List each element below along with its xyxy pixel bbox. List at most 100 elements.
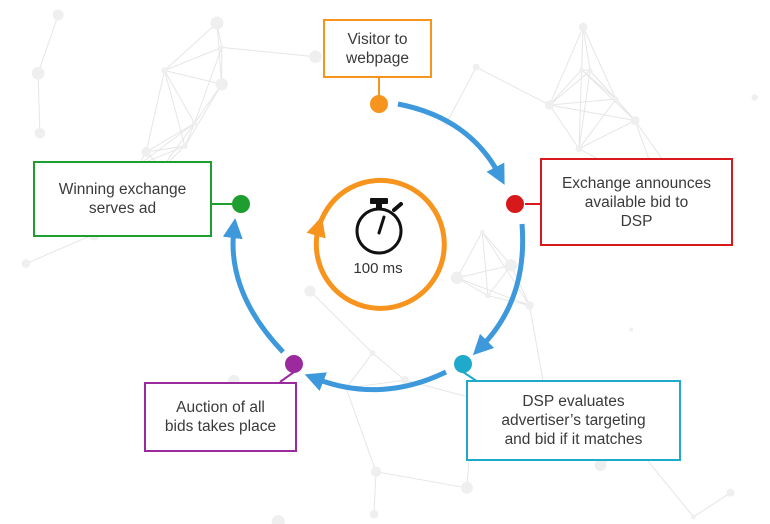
network-line bbox=[549, 98, 617, 106]
step-exchange-label: Exchange announces available bid to DSP bbox=[561, 174, 712, 230]
network-node bbox=[525, 300, 534, 310]
network-node bbox=[304, 285, 316, 297]
network-line bbox=[164, 22, 218, 71]
dot-exchange bbox=[506, 195, 524, 213]
network-node bbox=[400, 375, 409, 385]
step-visitor-label: Visitor to webpage bbox=[346, 30, 409, 67]
network-line bbox=[309, 290, 373, 354]
arrow-visitor-to-exchange bbox=[397, 101, 505, 185]
step-exchange: Exchange announces available bid to DSP bbox=[540, 158, 733, 246]
network-line bbox=[578, 69, 583, 149]
network-node bbox=[52, 9, 64, 21]
network-line bbox=[184, 123, 195, 147]
network-line bbox=[476, 66, 550, 106]
network-node bbox=[34, 127, 46, 139]
network-line bbox=[345, 387, 377, 472]
network-node bbox=[575, 145, 583, 153]
network-line bbox=[345, 352, 373, 389]
network-node bbox=[594, 459, 607, 471]
connector-auction bbox=[279, 371, 295, 383]
network-node bbox=[370, 466, 382, 477]
network-line bbox=[456, 264, 512, 279]
network-line bbox=[161, 122, 195, 169]
network-node bbox=[215, 78, 228, 91]
network-line bbox=[581, 69, 636, 121]
network-line bbox=[582, 26, 617, 100]
network-line bbox=[456, 231, 483, 279]
network-node bbox=[751, 94, 758, 101]
network-line bbox=[578, 120, 636, 150]
network-line bbox=[578, 98, 617, 150]
network-node bbox=[578, 22, 588, 32]
network-node bbox=[587, 68, 593, 74]
network-node bbox=[31, 66, 45, 80]
step-auction: Auction of all bids takes place bbox=[144, 382, 297, 452]
network-line bbox=[164, 70, 186, 147]
network-node bbox=[472, 63, 480, 71]
network-node bbox=[450, 271, 464, 285]
dot-auction bbox=[285, 355, 303, 373]
network-node bbox=[309, 50, 322, 64]
network-line bbox=[582, 26, 591, 71]
dot-dsp bbox=[454, 355, 472, 373]
network-line bbox=[549, 26, 584, 106]
network-node bbox=[613, 96, 619, 102]
network-node bbox=[369, 350, 376, 356]
network-node bbox=[726, 488, 735, 497]
network-line bbox=[146, 145, 186, 153]
network-line bbox=[194, 83, 223, 124]
network-line bbox=[184, 83, 223, 147]
network-node bbox=[161, 67, 168, 74]
step-dsp-label: DSP evaluates advertiser’s targeting and… bbox=[501, 393, 646, 448]
network-node bbox=[480, 229, 485, 234]
network-line bbox=[693, 492, 731, 518]
network-node bbox=[630, 116, 640, 126]
network-line bbox=[375, 471, 468, 489]
network-line bbox=[164, 70, 222, 85]
timer-ring-start bbox=[316, 185, 352, 227]
step-winning: Winning exchange serves ad bbox=[33, 161, 212, 237]
network-line bbox=[216, 22, 223, 85]
network-line bbox=[487, 295, 530, 306]
network-node bbox=[369, 509, 379, 519]
network-node bbox=[629, 327, 634, 332]
network-line bbox=[373, 471, 377, 515]
network-line bbox=[372, 352, 406, 381]
network-line bbox=[37, 73, 41, 134]
network-node bbox=[219, 45, 224, 50]
network-line bbox=[194, 47, 223, 124]
network-node bbox=[21, 259, 31, 268]
network-node bbox=[182, 143, 188, 149]
network-line bbox=[146, 122, 195, 153]
timer-label: 100 ms bbox=[353, 260, 403, 277]
network-line bbox=[549, 69, 582, 106]
network-line bbox=[549, 104, 580, 150]
network-line bbox=[164, 70, 195, 124]
network-line bbox=[138, 122, 195, 166]
network-line bbox=[164, 46, 222, 71]
arrow-exchange-to-dsp bbox=[472, 223, 526, 356]
stopwatch-icon bbox=[355, 198, 403, 255]
step-visitor: Visitor to webpage bbox=[323, 19, 432, 78]
network-line bbox=[25, 233, 95, 265]
network-node bbox=[504, 259, 518, 272]
dot-visitor bbox=[370, 95, 388, 113]
arrow-auction-to-winning bbox=[222, 218, 285, 354]
dot-winning bbox=[232, 195, 250, 213]
network-node bbox=[191, 120, 198, 126]
step-dsp: DSP evaluates advertiser’s targeting and… bbox=[466, 380, 681, 461]
network-node bbox=[460, 481, 473, 494]
arrow-dsp-to-auction bbox=[304, 369, 448, 393]
network-line bbox=[549, 70, 591, 106]
network-line bbox=[221, 46, 316, 58]
step-winning-label: Winning exchange serves ad bbox=[58, 181, 187, 217]
network-line bbox=[549, 104, 636, 122]
network-line bbox=[589, 70, 636, 121]
network-line bbox=[581, 27, 584, 70]
network-line bbox=[145, 70, 166, 153]
network-node bbox=[691, 514, 696, 520]
network-line bbox=[37, 14, 59, 74]
network-line bbox=[481, 231, 530, 306]
network-line bbox=[510, 265, 530, 306]
